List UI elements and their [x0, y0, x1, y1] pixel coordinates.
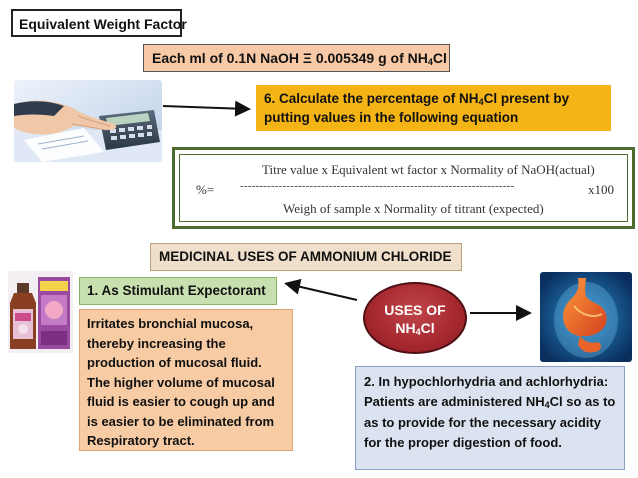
equation-lhs: %=: [196, 182, 215, 197]
page-title: Equivalent Weight Factor: [11, 9, 187, 37]
equation-panel: Titre value x Equivalent wt factor x Nor…: [172, 147, 635, 229]
use2-description: 2. In hypochlorhydria and achlorhydria: …: [355, 366, 625, 470]
circle-line2: NH4Cl: [365, 319, 465, 339]
use2-text-part2: Cl so as to as to provide for the necess…: [364, 393, 616, 450]
stomach-image: [540, 272, 632, 362]
step6-suffix: Cl present by putting values in the foll…: [264, 91, 570, 125]
use1-label: 1. As Stimulant Expectorant: [79, 277, 277, 305]
equivalence-text: Each ml of 0.1N NaOH Ξ 0.005349 g of NH: [152, 50, 428, 66]
use1-description: Irritates bronchial mucosa, thereby incr…: [79, 309, 293, 451]
stomach-icon: [540, 272, 632, 362]
equation-fraction-bar: ----------------------------------------…: [240, 180, 515, 192]
equation-multiplier: x100: [588, 182, 614, 197]
equivalence-subscript: 4: [427, 57, 433, 67]
equation-numerator: Titre value x Equivalent wt factor x Nor…: [262, 162, 595, 177]
syrup-bottle-image: [8, 271, 73, 353]
uses-of-nh4cl-circle: USES OF NH4Cl: [363, 282, 467, 354]
hand-on-calculator-icon: [14, 80, 162, 162]
step6-text: 6. Calculate the percentage of NH: [264, 91, 479, 106]
step6-instruction: 6. Calculate the percentage of NH4Cl pre…: [256, 85, 611, 131]
equivalence-statement: Each ml of 0.1N NaOH Ξ 0.005349 g of NH4…: [143, 44, 450, 72]
circle-line2-prefix: NH: [395, 320, 416, 336]
medicinal-uses-header: MEDICINAL USES OF AMMONIUM CHLORIDE: [150, 243, 462, 271]
circle-line2-suffix: Cl: [420, 320, 435, 336]
use2-subscript: 4: [544, 399, 550, 410]
syrup-bottle-icon: [8, 271, 73, 353]
use2-text-part1: 2. In hypochlorhydria and achlorhydria: …: [364, 374, 609, 409]
circle-line1: USES OF: [384, 302, 446, 318]
equation-denominator: Weigh of sample x Normality of titrant (…: [283, 201, 544, 216]
step6-subscript: 4: [478, 97, 484, 107]
circle-line2-subscript: 4: [415, 327, 421, 337]
equivalence-suffix: Cl: [432, 50, 447, 66]
calculator-image: [14, 80, 162, 162]
